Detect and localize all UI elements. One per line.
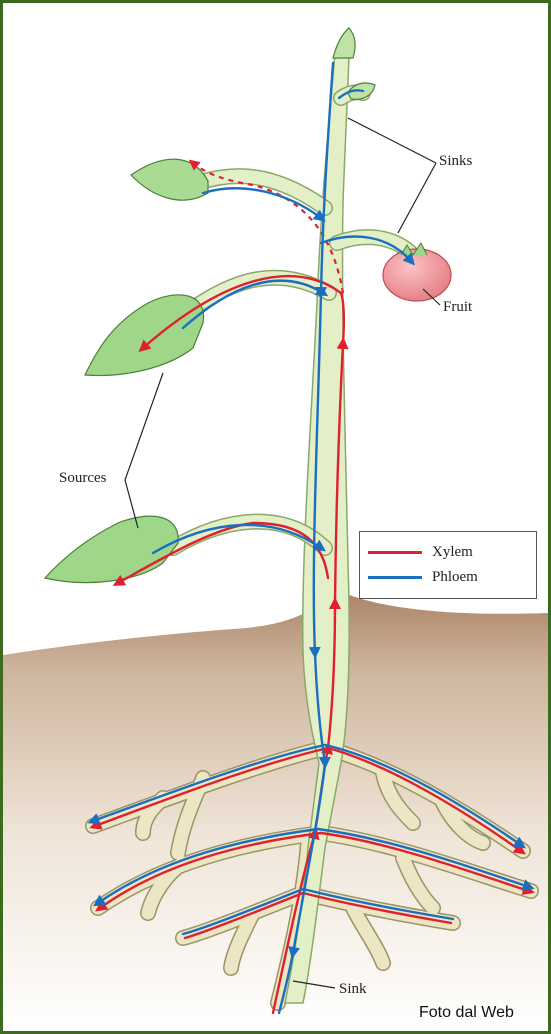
label-sinks: Sinks (439, 153, 472, 170)
legend-phloem-label: Phloem (432, 569, 478, 586)
legend-xylem-label: Xylem (432, 544, 473, 561)
label-fruit: Fruit (443, 299, 472, 316)
legend-item-xylem: Xylem (368, 541, 473, 563)
image-credit: Foto dal Web (419, 1004, 514, 1022)
leaf-upper (85, 295, 204, 376)
label-sink: Sink (339, 981, 367, 998)
label-sources: Sources (59, 470, 107, 487)
xylem-swatch (368, 551, 422, 554)
legend-item-phloem: Phloem (368, 566, 478, 588)
legend: Xylem Phloem (359, 531, 537, 599)
phloem-swatch (368, 576, 422, 579)
fruit (383, 243, 451, 301)
branches (173, 92, 413, 548)
apex-bud (333, 28, 355, 58)
